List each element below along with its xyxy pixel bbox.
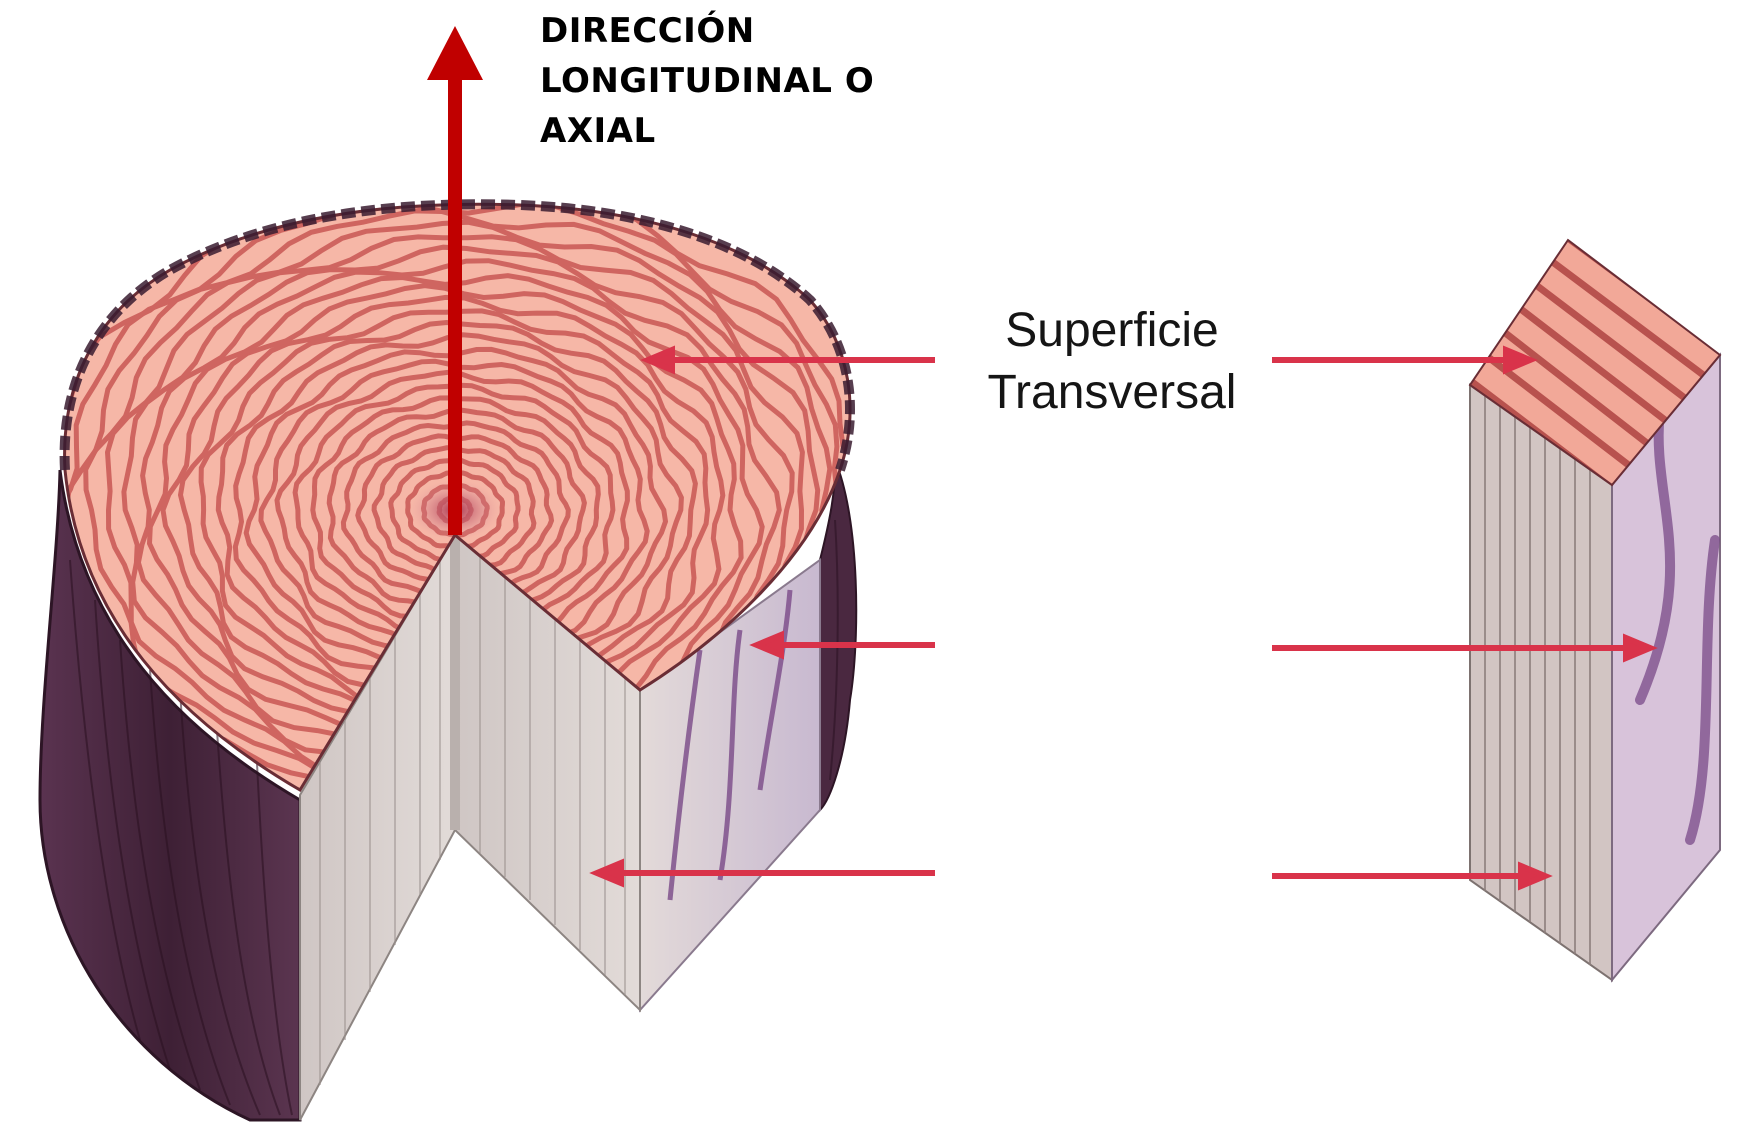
- axial-direction-label: DIRECCIÓN LONGITUDINAL O AXIAL: [540, 6, 920, 156]
- transverse-surface-label: Superficie Transversal: [952, 300, 1272, 424]
- label-blank-area: [965, 520, 1260, 1120]
- pith-strip: [450, 535, 460, 830]
- axial-arrow-head: [427, 26, 483, 80]
- transverse-surface-label-line1: Superficie: [952, 300, 1272, 362]
- transverse-surface-label-line2: Transversal: [952, 362, 1272, 424]
- axial-arrow-shaft: [448, 75, 462, 535]
